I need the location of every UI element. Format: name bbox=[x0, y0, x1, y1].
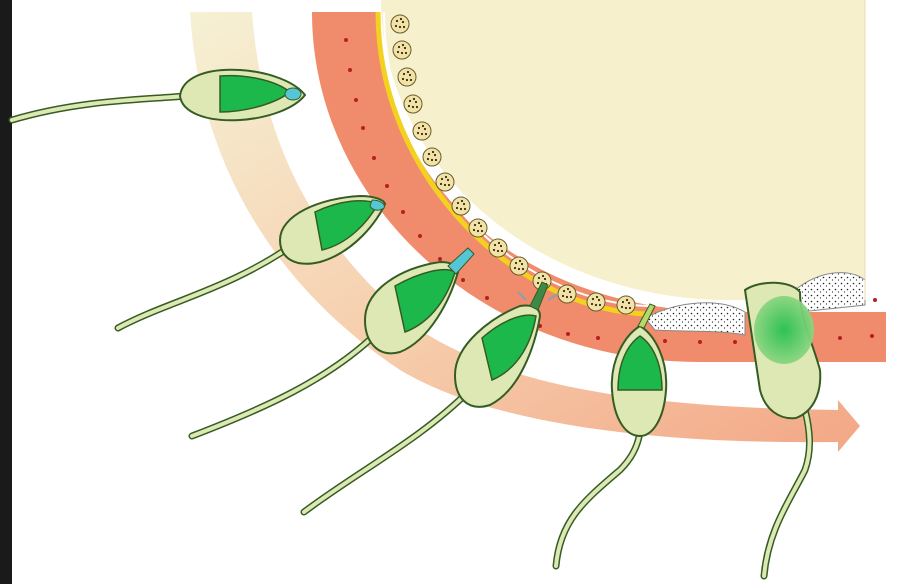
cortical-granule bbox=[404, 95, 422, 113]
cortical-granule bbox=[510, 257, 528, 275]
zona-dot bbox=[354, 98, 358, 102]
cortical-granule bbox=[413, 122, 431, 140]
zona-dot bbox=[870, 334, 874, 338]
zona-dot bbox=[418, 234, 422, 238]
sperm-stage-1 bbox=[12, 70, 305, 121]
left-edge-strip bbox=[0, 0, 12, 584]
cortical-granule bbox=[587, 293, 605, 311]
cortical-granule bbox=[436, 173, 454, 191]
zona-dot bbox=[438, 257, 442, 261]
zona-dot bbox=[385, 184, 389, 188]
zona-dot bbox=[361, 126, 365, 130]
zona-dot bbox=[348, 68, 352, 72]
cortical-granule bbox=[489, 239, 507, 257]
cortical-granule bbox=[391, 15, 409, 33]
zona-dot bbox=[873, 298, 877, 302]
cortical-granule bbox=[452, 197, 470, 215]
zona-dot bbox=[485, 296, 489, 300]
zona-dot bbox=[344, 38, 348, 42]
zona-dot bbox=[401, 210, 405, 214]
zona-dot bbox=[733, 340, 737, 344]
cortical-granule bbox=[469, 219, 487, 237]
zona-dot bbox=[698, 340, 702, 344]
zona-dot bbox=[838, 336, 842, 340]
zona-dot bbox=[372, 156, 376, 160]
cortical-granule bbox=[617, 296, 635, 314]
cortical-granule bbox=[558, 285, 576, 303]
cortical-granule bbox=[393, 41, 411, 59]
zona-dot bbox=[663, 339, 667, 343]
zona-dot bbox=[461, 278, 465, 282]
zona-dot bbox=[596, 336, 600, 340]
zona-dot bbox=[566, 332, 570, 336]
cortical-granule bbox=[423, 148, 441, 166]
cortical-granule bbox=[398, 68, 416, 86]
